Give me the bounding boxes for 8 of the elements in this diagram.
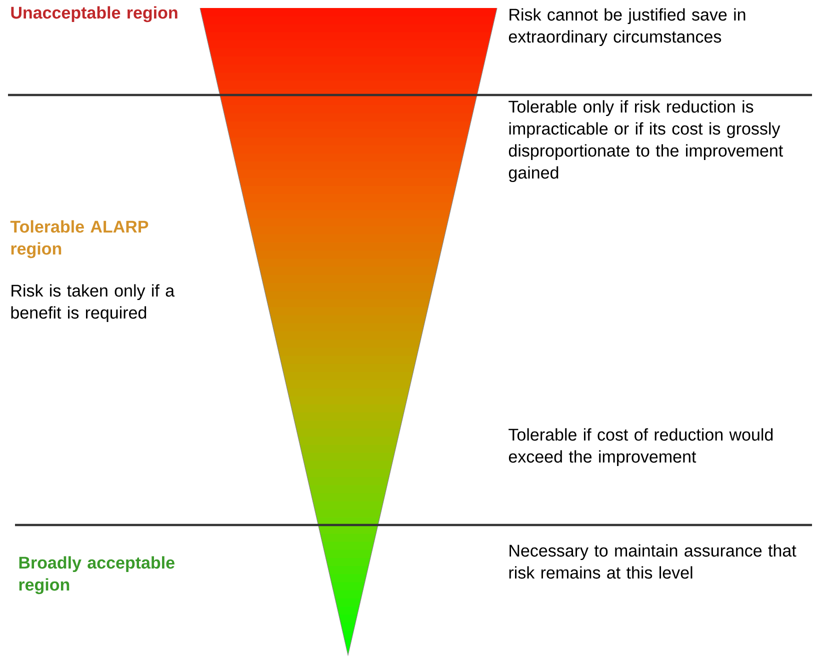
region-heading: Unacceptable region: [11, 6, 178, 22]
description-text: Tolerable only if risk reduction is impracticable or if its cost is grossly disproportionate to the improvement gained: [508, 100, 783, 182]
region-heading: Broadly acceptable region: [19, 556, 174, 594]
description-text: Necessary to maintain assurance that risk remains at this level: [509, 544, 796, 579]
description-text: Tolerable if cost of reduction would exceed the improvement: [508, 428, 773, 466]
description-text: Risk cannot be justified save in extraordinary circumstances: [508, 8, 746, 46]
region-heading: Tolerable ALARP region: [10, 220, 148, 258]
description-text: Risk is taken only if a benefit is required: [11, 284, 175, 322]
